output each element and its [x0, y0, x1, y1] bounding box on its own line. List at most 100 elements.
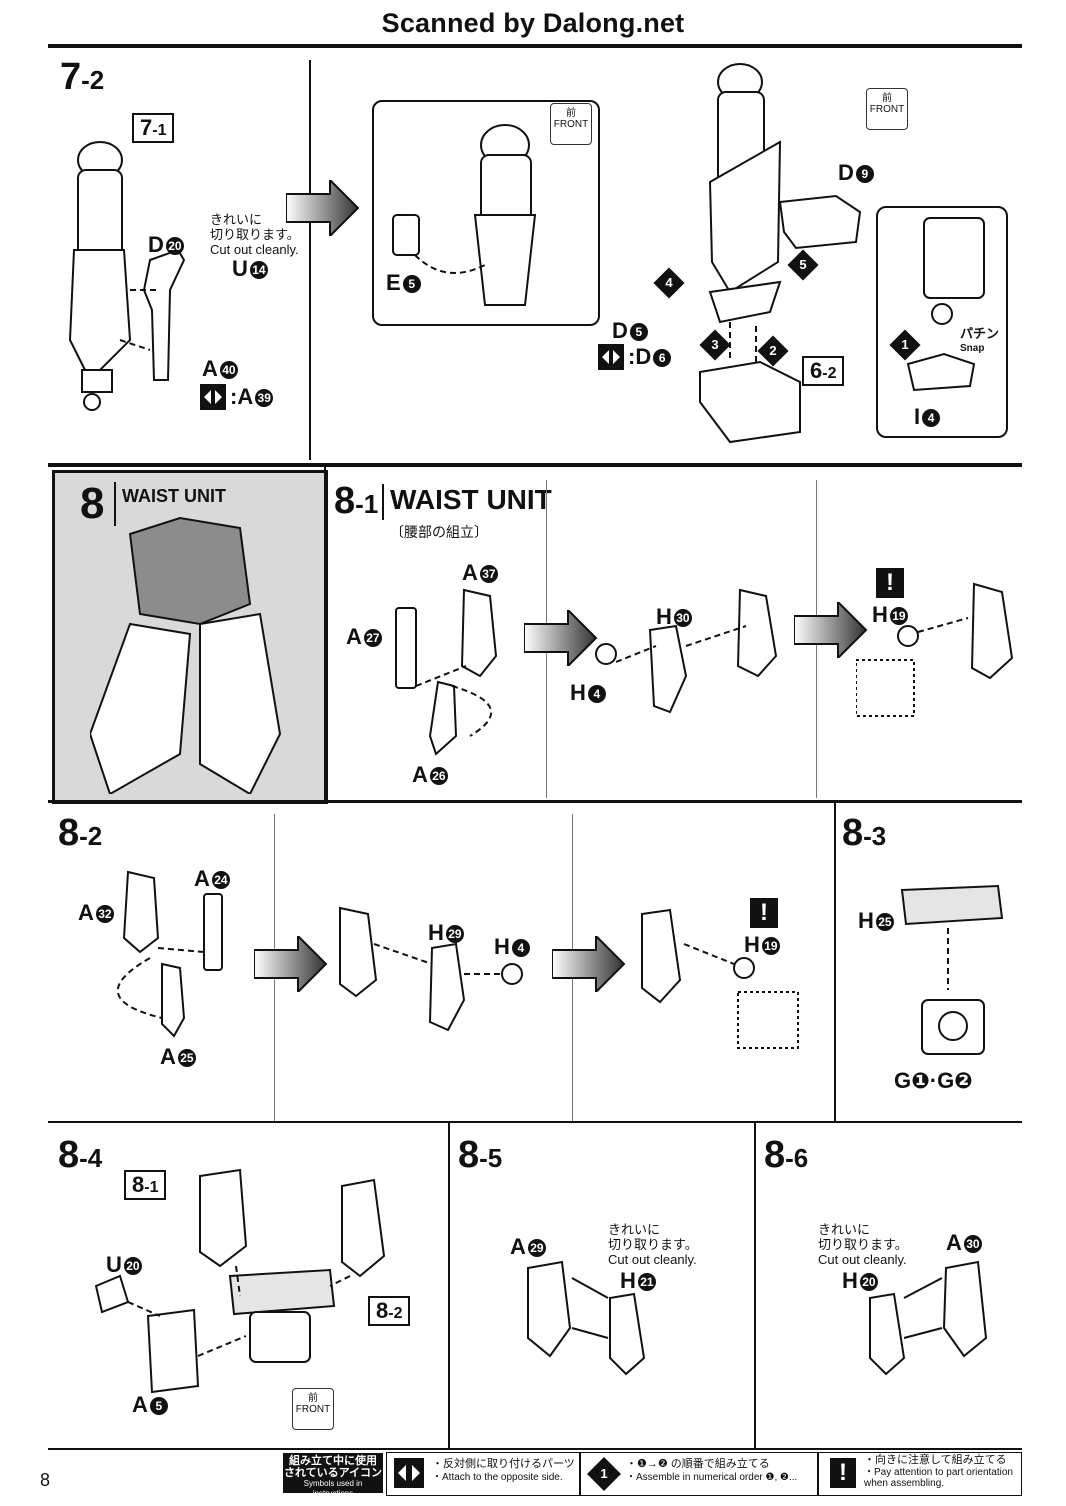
waist-8-2-parts-h-drawing [339, 906, 523, 1032]
waist-frame-drawing [900, 884, 1004, 1055]
step-arrow-8-1a [524, 610, 598, 666]
page-number: 8 [40, 1470, 51, 1490]
legend-title-box: 組み立て中に使用 されているアイコン Symbols used in instr… [283, 1453, 383, 1498]
legend-opposite-cell [386, 1452, 580, 1496]
step-arrow-7-2 [286, 180, 360, 236]
legend-orient-icon: ! [830, 1458, 856, 1488]
legend-order-cell [580, 1452, 818, 1496]
leg-assembly-drawing [68, 141, 186, 411]
legend-order-text: ・❶→❷ の順番で組み立てる ・Assemble in numerical or… [626, 1458, 798, 1483]
part-label-g1-g2: G❶·G❷ [894, 1068, 973, 1093]
cut-cleanly-note-8-6: きれいに 切り取ります。 Cut out cleanly. [818, 1222, 908, 1267]
legend-orient-text: ・向きに注意して組み立てる ・Pay attention to part ori… [864, 1454, 1013, 1489]
step-arrow-8-2b [552, 936, 626, 992]
page-header-title: Scanned by Dalong.net [381, 8, 685, 38]
divider-8-5 [448, 1122, 450, 1448]
section-rule-4 [48, 1448, 1022, 1450]
step-8-1-title: WAIST UNIT [390, 484, 552, 515]
step-arrow-8-2a [254, 936, 328, 992]
waist-8-2-parts-a-drawing [117, 870, 223, 1038]
opposite-side-icon [200, 384, 226, 410]
cut-cleanly-note-8-5: きれいに 切り取ります。 Cut out cleanly. [608, 1222, 698, 1267]
waist-final-assembly-drawing [94, 1168, 386, 1394]
waist-overview-drawing [90, 516, 282, 794]
header-rule [48, 44, 1022, 48]
waist-side-a29-drawing [527, 1260, 646, 1376]
ref-box-6-2: 6-2 [802, 356, 845, 386]
divider-8-overview [324, 467, 326, 802]
step-8-5-label: 8-5 [458, 1134, 503, 1176]
cut-cleanly-note-7-2: きれいに 切り取ります。 Cut out cleanly. [210, 212, 300, 257]
legend-order-icon: 1 [587, 1457, 621, 1491]
divider-8-6 [754, 1122, 756, 1448]
section-rule-2 [48, 800, 1022, 803]
knee-armor-d9-drawing [778, 194, 862, 250]
step-arrow-8-1b [794, 602, 868, 658]
step-8-title: WAIST UNIT [122, 486, 226, 506]
divider-8-3 [834, 802, 836, 1122]
step-7-2-divider [309, 60, 311, 460]
orientation-warning-icon-8-1: ! [876, 568, 904, 598]
upper-leg-detail-drawing [392, 124, 537, 306]
leg-knee-drawing [699, 63, 801, 444]
section-rule-1 [48, 463, 1022, 467]
ref-box-8-2: 8-2 [368, 1296, 411, 1326]
orientation-warning-icon-8-2: ! [750, 898, 778, 928]
waist-h19-drawing [856, 582, 1014, 717]
order-mark-2: 2 [757, 335, 789, 367]
section-rule-3 [48, 1121, 1022, 1123]
waist-parts-a-drawing [395, 588, 498, 756]
order-mark-4: 4 [653, 267, 685, 299]
legend-orient-cell [818, 1452, 1022, 1496]
waist-side-a30-drawing [869, 1260, 988, 1376]
legend-opposite-icon [394, 1458, 424, 1488]
snap-detail-drawing [906, 217, 985, 392]
step-8-1-title-jp: 〔腰部の組立〕 [390, 524, 488, 540]
step-8-label-divider [114, 482, 116, 526]
order-mark-1: 1 [889, 329, 921, 361]
step-8-2-label: 8-2 [58, 812, 103, 854]
legend-opposite-text: ・反対側に取り付けるパーツ ・Attach to the opposite si… [432, 1458, 575, 1483]
opposite-side-icon-2 [598, 344, 624, 370]
order-mark-3: 3 [699, 329, 731, 361]
order-mark-5: 5 [787, 249, 819, 281]
ref-box-8-1: 8-1 [124, 1170, 167, 1200]
step-8-6-label: 8-6 [764, 1134, 809, 1176]
step-8-label: 8 [80, 479, 105, 528]
step-7-2-label: 7-2 [60, 56, 105, 98]
waist-8-2-h19-drawing [641, 908, 799, 1049]
ref-box-7-1: 7-1 [132, 113, 175, 143]
waist-parts-h-drawing [595, 588, 778, 714]
